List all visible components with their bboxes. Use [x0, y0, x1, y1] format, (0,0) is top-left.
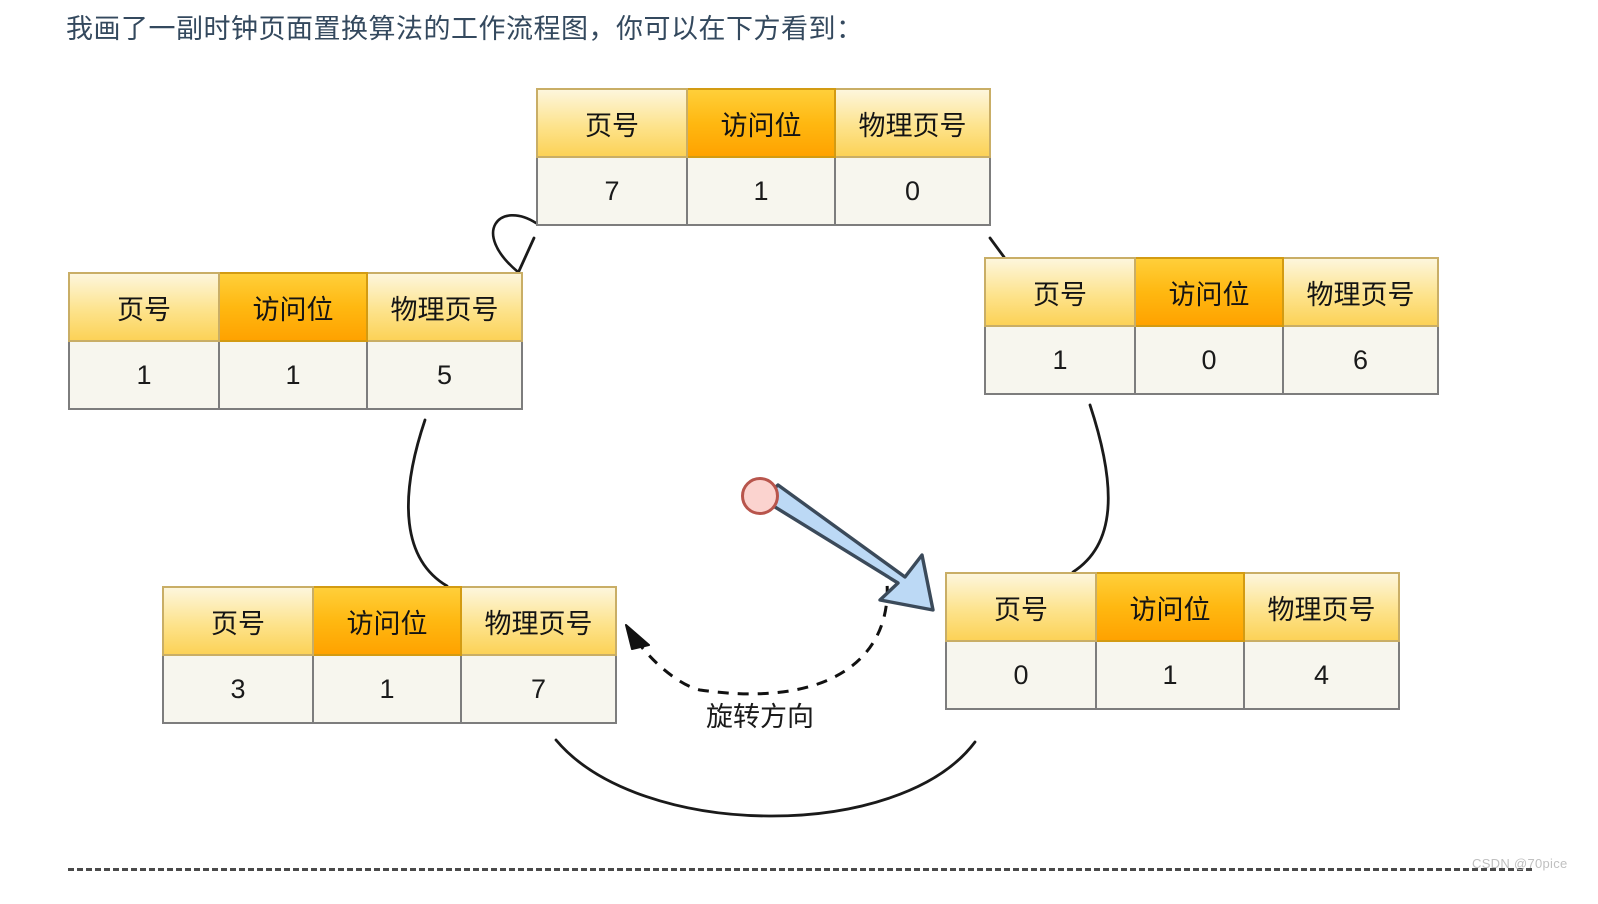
arc-topleft-to-top [491, 213, 538, 274]
header-access-bit: 访问位 [1095, 572, 1245, 642]
table-header-row: 页号 访问位 物理页号 [68, 272, 523, 342]
header-access-bit: 访问位 [312, 586, 462, 656]
header-access-bit: 访问位 [1134, 257, 1284, 327]
cell-access-bit: 1 [218, 340, 368, 410]
arc-right-side [1071, 403, 1110, 574]
rotation-direction-arrowhead [625, 624, 650, 650]
arc-bottom [554, 738, 977, 818]
header-frame-number: 物理页号 [366, 272, 523, 342]
cell-page-number: 1 [68, 340, 220, 410]
header-frame-number: 物理页号 [1282, 257, 1439, 327]
header-page-number: 页号 [162, 586, 314, 656]
page-entry-table-top: 页号 访问位 物理页号 7 1 0 [536, 88, 991, 226]
clock-pivot-icon [741, 477, 779, 515]
page-entry-table-right: 页号 访问位 物理页号 1 0 6 [984, 257, 1439, 395]
header-page-number: 页号 [536, 88, 688, 158]
cell-access-bit: 1 [1095, 640, 1245, 710]
table-header-row: 页号 访问位 物理页号 [984, 257, 1439, 327]
page-caption: 我画了一副时钟页面置换算法的工作流程图，你可以在下方看到： [66, 14, 864, 44]
watermark: CSDN @70pice [1472, 856, 1568, 871]
table-header-row: 页号 访问位 物理页号 [536, 88, 991, 158]
cell-page-number: 0 [945, 640, 1097, 710]
header-page-number: 页号 [68, 272, 220, 342]
cell-frame-number: 7 [460, 654, 617, 724]
pointer-arrow-icon [760, 483, 935, 612]
cell-frame-number: 5 [366, 340, 523, 410]
header-access-bit: 访问位 [218, 272, 368, 342]
cell-frame-number: 4 [1243, 640, 1400, 710]
arc-left-side [407, 418, 449, 588]
cell-access-bit: 1 [686, 156, 836, 226]
page-entry-table-bottom-right: 页号 访问位 物理页号 0 1 4 [945, 572, 1400, 710]
rotation-direction-label: 旋转方向 [706, 702, 814, 732]
header-frame-number: 物理页号 [460, 586, 617, 656]
table-row: 0 1 4 [945, 640, 1400, 710]
table-header-row: 页号 访问位 物理页号 [162, 586, 617, 656]
cell-access-bit: 0 [1134, 325, 1284, 395]
table-row: 1 0 6 [984, 325, 1439, 395]
header-page-number: 页号 [984, 257, 1136, 327]
page-entry-table-left: 页号 访问位 物理页号 1 1 5 [68, 272, 523, 410]
cell-page-number: 3 [162, 654, 314, 724]
table-row: 3 1 7 [162, 654, 617, 724]
table-row: 7 1 0 [536, 156, 991, 226]
header-access-bit: 访问位 [686, 88, 836, 158]
header-page-number: 页号 [945, 572, 1097, 642]
arc-segment-upper-left [517, 236, 536, 273]
cell-page-number: 1 [984, 325, 1136, 395]
header-frame-number: 物理页号 [1243, 572, 1400, 642]
cell-frame-number: 6 [1282, 325, 1439, 395]
clock-hand-pointer [741, 477, 935, 612]
cell-access-bit: 1 [312, 654, 462, 724]
cell-page-number: 7 [536, 156, 688, 226]
bottom-divider [68, 868, 1532, 871]
table-row: 1 1 5 [68, 340, 523, 410]
header-frame-number: 物理页号 [834, 88, 991, 158]
page-entry-table-bottom-left: 页号 访问位 物理页号 3 1 7 [162, 586, 617, 724]
cell-frame-number: 0 [834, 156, 991, 226]
table-header-row: 页号 访问位 物理页号 [945, 572, 1400, 642]
arc-segment-upper-right [988, 236, 1006, 259]
